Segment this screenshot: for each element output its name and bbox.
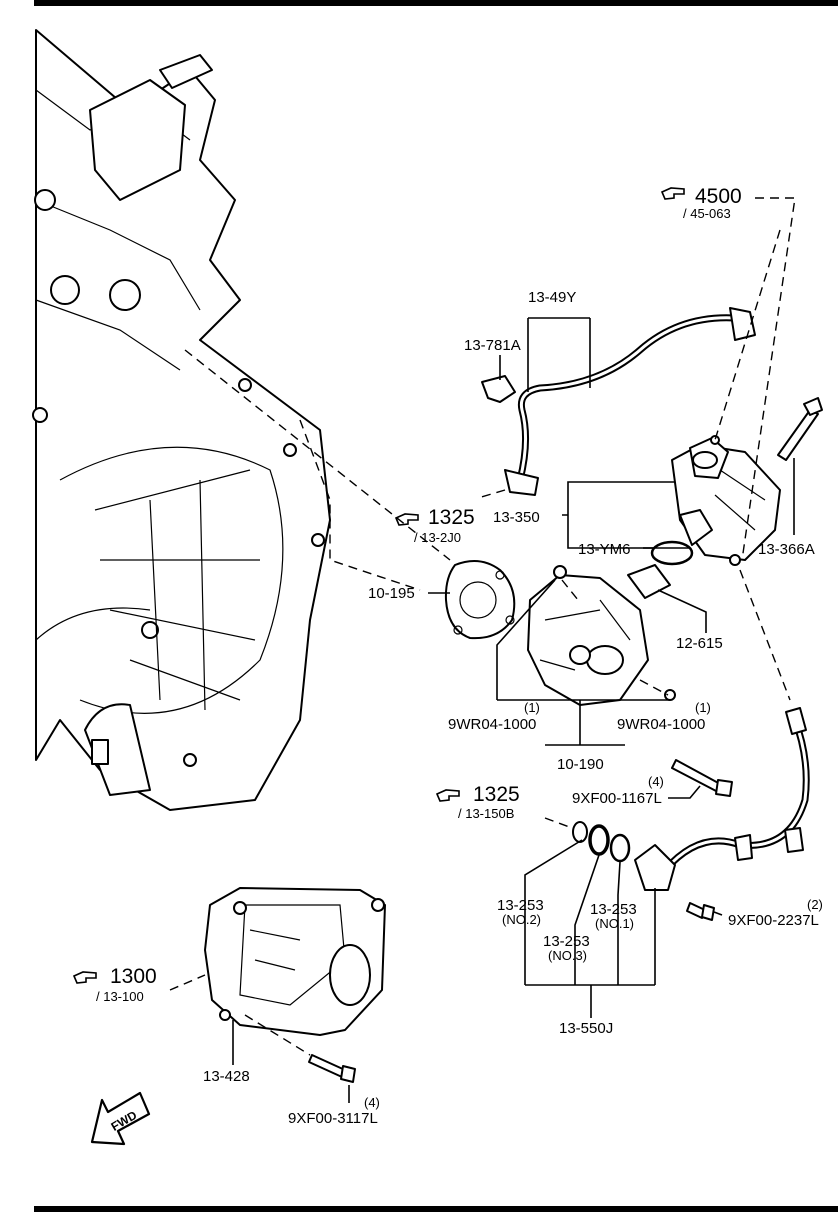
label-9xf00-2237l: 9XF00-2237L — [728, 912, 819, 929]
label-9xf00-3117l: 9XF00-3117L — [288, 1110, 378, 1127]
line-fitting-block — [634, 844, 676, 891]
engine-mount-dashed-leader — [184, 349, 451, 561]
dash-4500-upper — [714, 229, 781, 441]
dash-housing-pin — [561, 579, 579, 601]
dash-housing-bolt — [639, 679, 669, 696]
dash-pump-to-line — [739, 569, 791, 701]
label-12-615: 12-615 — [676, 635, 723, 652]
label-9xf00-1167l-qty: (4) — [648, 774, 664, 789]
label-9wr04-right: 9WR04-1000 — [617, 716, 705, 733]
leader-9xf00-1167l — [668, 785, 701, 799]
label-13-ym6: 13-YM6 — [578, 541, 631, 558]
label-13-253-no1: 13-253 — [590, 901, 637, 918]
top-border-bar — [34, 0, 838, 6]
ref-1300-sub[interactable]: / 13-100 — [96, 989, 144, 1004]
label-13-781a: 13-781A — [464, 337, 521, 354]
label-13-550j: 13-550J — [559, 1020, 613, 1037]
label-13-366a: 13-366A — [758, 541, 815, 558]
bolt-9xf00-3117l — [308, 1054, 346, 1078]
label-13-49y: 13-49Y — [528, 289, 576, 306]
label-9wr04-left: 9WR04-1000 — [448, 716, 536, 733]
pump-bolt-13-366a — [777, 409, 819, 461]
seal-13-253-no1 — [609, 833, 631, 863]
label-13-350: 13-350 — [493, 509, 540, 526]
label-10-195: 10-195 — [368, 585, 415, 602]
hand-pointer-icon — [72, 971, 97, 984]
pump-bracket-13-428 — [204, 887, 386, 1036]
seal-13-253-no2 — [572, 821, 588, 843]
hose-end-fitting-lower — [504, 469, 539, 496]
label-13-428: 13-428 — [203, 1068, 250, 1085]
label-9xf00-2237l-qty: (2) — [807, 897, 823, 912]
ref-4500-main[interactable]: 4500 — [695, 185, 742, 208]
dash-1325b — [544, 817, 573, 829]
bottom-border-bar — [34, 1206, 838, 1212]
dash-1325a — [477, 489, 506, 499]
label-9wr04-left-qty: (1) — [524, 700, 540, 715]
ref-1325a-main[interactable]: 1325 — [428, 506, 475, 529]
high-pressure-fuel-pump — [671, 435, 781, 566]
ref-4500-sub[interactable]: / 45-063 — [683, 206, 731, 221]
leader-12-615 — [657, 589, 707, 633]
hand-pointer-icon — [435, 789, 460, 802]
o-ring-13-ym6 — [650, 540, 694, 566]
leader-10-190 — [496, 579, 670, 746]
label-13-253-no1-sub: (NO.1) — [595, 916, 634, 931]
dash-bracket-bolt — [244, 1014, 311, 1056]
hose-clip-13-781a — [481, 375, 516, 403]
label-13-253-no3: 13-253 — [543, 933, 590, 950]
tappet-12-615 — [627, 564, 671, 599]
ref-1325a-sub[interactable]: / 13-2J0 — [414, 530, 461, 545]
fwd-direction-arrow: FWD — [90, 1091, 151, 1146]
label-13-253-no2: 13-253 — [497, 897, 544, 914]
bolt-9xf00-1167l — [671, 759, 723, 793]
leader-9xf00-2237l — [713, 911, 723, 916]
ref-1300-main[interactable]: 1300 — [110, 965, 157, 988]
label-13-253-no3-sub: (NO.3) — [548, 948, 587, 963]
gasket-10-195 — [444, 560, 516, 640]
ref-1325b-sub[interactable]: / 13-150B — [458, 806, 514, 821]
label-10-190: 10-190 — [557, 756, 604, 773]
dash-1300 — [169, 974, 206, 991]
label-9xf00-1167l: 9XF00-1167L — [572, 790, 662, 807]
engine-block-illustration — [32, 29, 331, 811]
ref-1325b-main[interactable]: 1325 — [473, 783, 520, 806]
leader-13-550j — [524, 839, 656, 1018]
leader-13-350 — [562, 481, 690, 549]
hand-pointer-icon — [394, 513, 419, 526]
hand-pointer-icon — [660, 187, 685, 200]
label-9wr04-right-qty: (1) — [695, 700, 711, 715]
label-13-253-no2-sub: (NO.2) — [502, 912, 541, 927]
seal-13-253-no3 — [588, 824, 610, 856]
leader-13-49y — [527, 317, 591, 392]
label-9xf00-3117l-qty: (4) — [364, 1095, 380, 1110]
tappet-housing-10-190 — [527, 565, 676, 706]
